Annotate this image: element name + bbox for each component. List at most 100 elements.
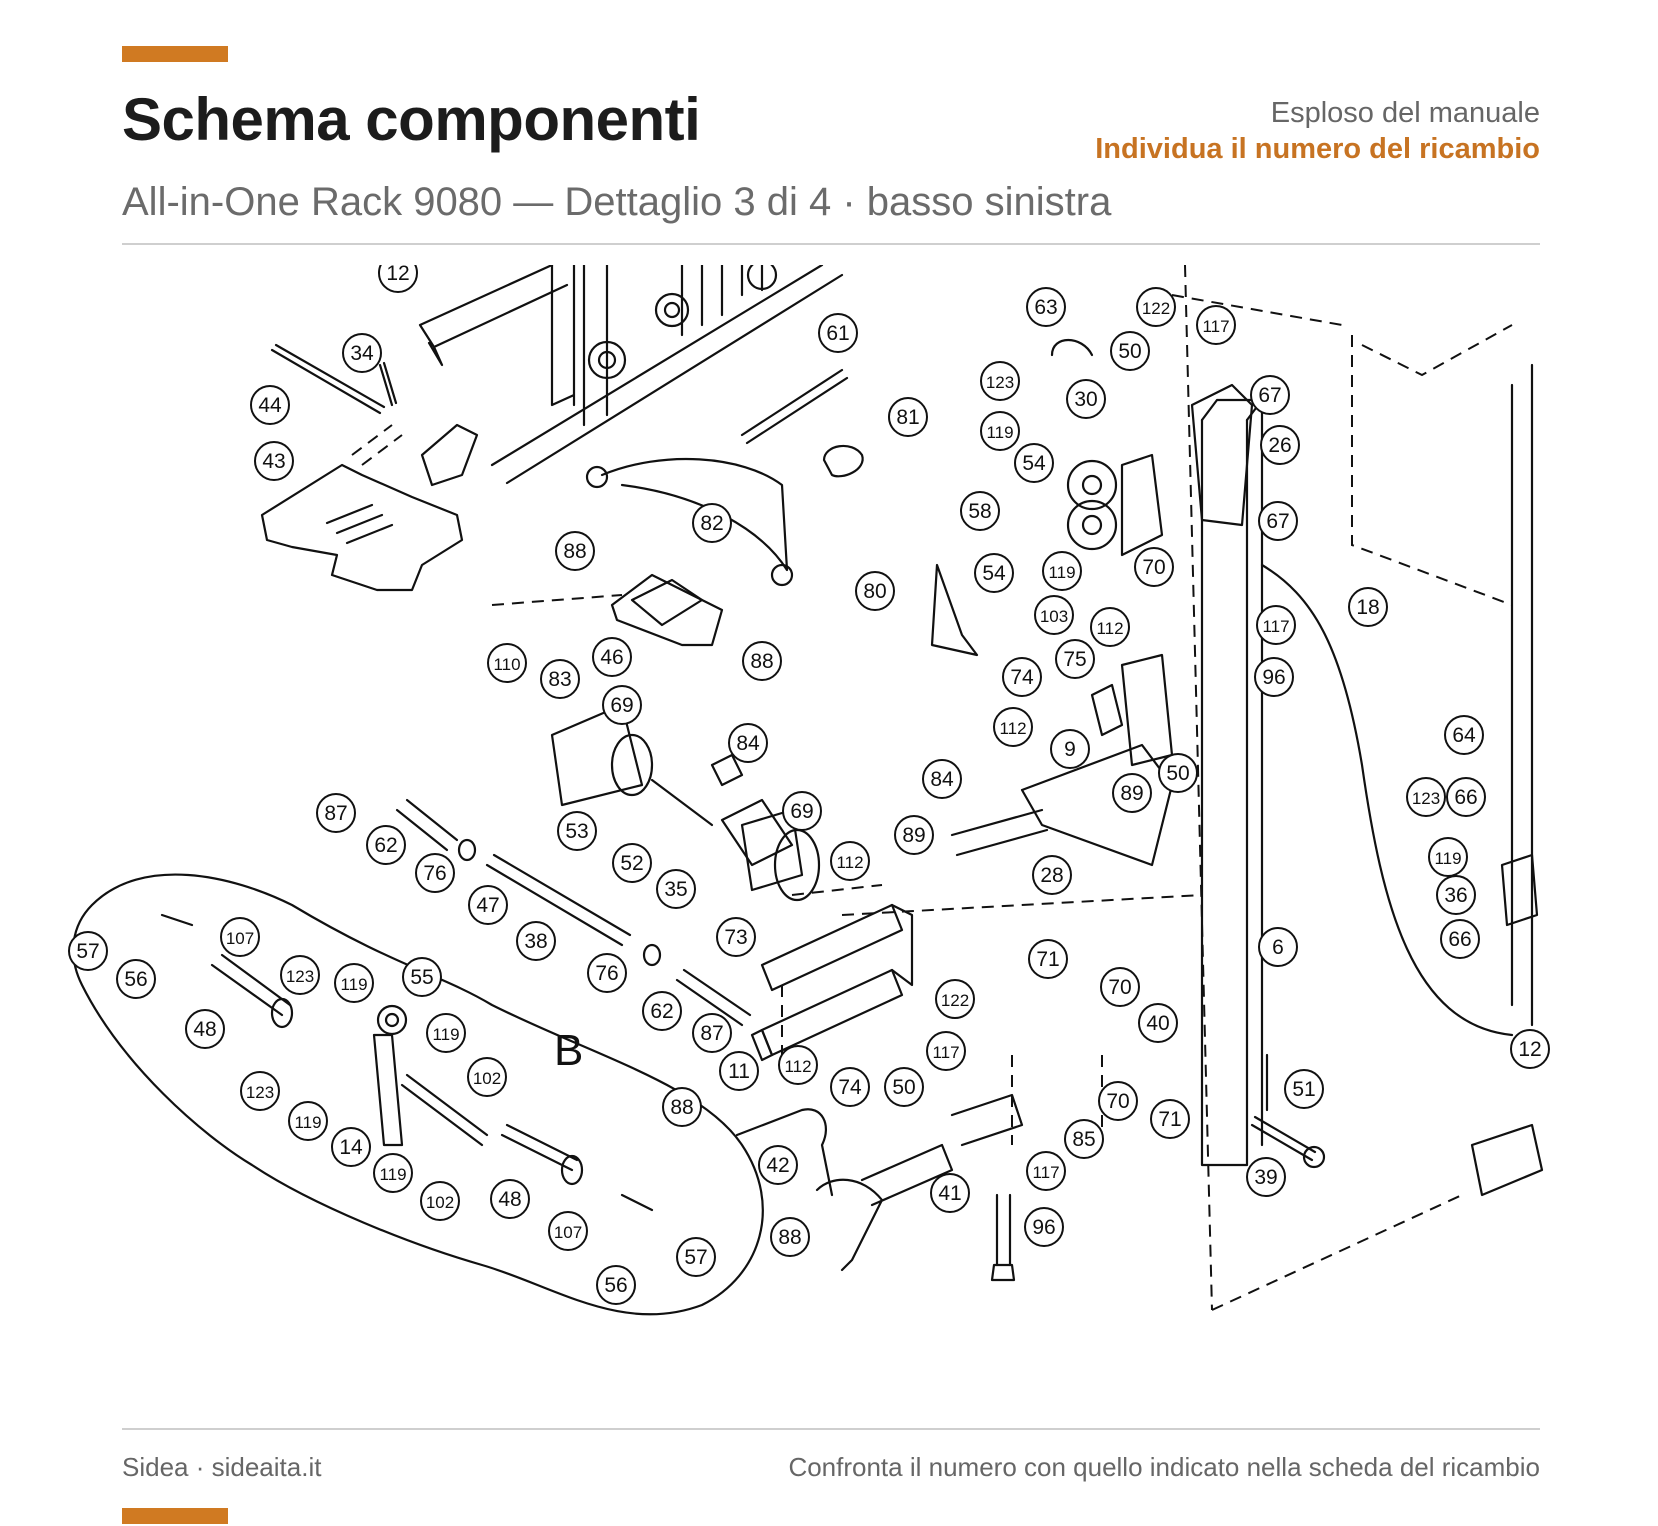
part-callout-107: 107: [220, 917, 260, 957]
part-callout-87: 87: [692, 1013, 732, 1053]
part-number-label: 41: [938, 1182, 961, 1205]
part-callout-123: 123: [1406, 777, 1446, 817]
part-number-label: 119: [340, 975, 367, 994]
part-number-label: 70: [1108, 976, 1131, 999]
part-callout-117: 117: [1026, 1151, 1066, 1191]
footer-instruction: Confronta il numero con quello indicato …: [788, 1452, 1540, 1482]
part-callout-44: 44: [250, 385, 290, 425]
part-callout-54: 54: [1014, 443, 1054, 483]
part-number-label: 84: [930, 768, 954, 791]
part-callout-96: 96: [1254, 657, 1294, 697]
part-callout-48: 48: [185, 1009, 225, 1049]
part-callout-73: 73: [716, 917, 756, 957]
part-number-label: 12: [1518, 1038, 1541, 1061]
part-callout-58: 58: [960, 491, 1000, 531]
part-number-label: 88: [670, 1096, 693, 1119]
part-callout-122: 122: [935, 979, 975, 1019]
part-callout-50: 50: [1158, 753, 1198, 793]
part-number-label: 81: [896, 406, 919, 429]
part-callout-12: 12: [378, 265, 418, 293]
part-number-label: 71: [1036, 948, 1059, 971]
part-number-label: 39: [1254, 1166, 1277, 1189]
page-subtitle: All-in-One Rack 9080 — Dettaglio 3 di 4 …: [122, 180, 1112, 224]
part-number-label: 9: [1064, 738, 1076, 761]
part-callout-112: 112: [1090, 607, 1130, 647]
part-callout-71: 71: [1150, 1099, 1190, 1139]
part-callout-84: 84: [922, 759, 962, 799]
part-number-label: 56: [604, 1274, 627, 1297]
part-callout-88: 88: [662, 1087, 702, 1127]
part-callout-82: 82: [692, 503, 732, 543]
part-callout-107: 107: [548, 1211, 588, 1251]
part-callout-57: 57: [68, 931, 108, 971]
part-callout-52: 52: [612, 843, 652, 883]
part-number-label: 80: [863, 580, 886, 603]
part-number-label: 74: [838, 1076, 862, 1099]
part-number-label: 123: [286, 967, 314, 986]
part-number-label: 35: [664, 878, 687, 901]
part-number-label: 119: [379, 1165, 406, 1184]
part-callout-103: 103: [1034, 595, 1074, 635]
part-number-label: 36: [1444, 884, 1467, 907]
part-callout-119: 119: [288, 1101, 328, 1141]
part-number-label: 26: [1268, 434, 1291, 457]
accent-bar-top: [122, 46, 228, 62]
part-number-label: 50: [1166, 762, 1189, 785]
part-callout-35: 35: [656, 869, 696, 909]
part-callout-40: 40: [1138, 1003, 1178, 1043]
page-title: Schema componenti: [122, 86, 701, 153]
part-callout-119: 119: [426, 1013, 466, 1053]
part-callout-123: 123: [280, 955, 320, 995]
part-callout-70: 70: [1098, 1081, 1138, 1121]
part-number-label: 82: [700, 512, 723, 535]
part-number-label: 73: [724, 926, 747, 949]
part-number-label: 119: [432, 1025, 459, 1044]
part-callout-69: 69: [782, 791, 822, 831]
part-callout-53: 53: [557, 811, 597, 851]
part-callout-89: 89: [1112, 773, 1152, 813]
part-callout-63: 63: [1026, 287, 1066, 327]
part-number-label: 67: [1258, 384, 1281, 407]
part-number-label: 50: [1118, 340, 1141, 363]
part-callout-112: 112: [830, 841, 870, 881]
part-callout-102: 102: [420, 1181, 460, 1221]
part-number-label: 53: [565, 820, 588, 843]
part-number-label: 117: [1032, 1163, 1059, 1182]
part-callout-112: 112: [993, 707, 1033, 747]
part-number-label: 96: [1262, 666, 1285, 689]
part-number-label: 54: [1022, 452, 1046, 475]
divider-bottom: [122, 1428, 1540, 1430]
part-callout-9: 9: [1050, 729, 1090, 769]
part-number-label: 119: [1434, 849, 1461, 868]
part-callout-50: 50: [884, 1067, 924, 1107]
part-callout-50: 50: [1110, 331, 1150, 371]
part-number-label: 11: [728, 1060, 750, 1083]
part-callout-66: 66: [1446, 777, 1486, 817]
part-number-label: 48: [193, 1018, 216, 1041]
part-number-label: 112: [999, 719, 1026, 738]
part-callout-76: 76: [415, 853, 455, 893]
part-callout-62: 62: [366, 825, 406, 865]
part-callout-71: 71: [1028, 939, 1068, 979]
part-number-label: 83: [548, 668, 571, 691]
part-number-label: 69: [610, 694, 633, 717]
part-number-label: 66: [1448, 928, 1471, 951]
part-number-label: 44: [258, 394, 282, 417]
part-callout-56: 56: [596, 1265, 636, 1305]
part-callout-123: 123: [240, 1071, 280, 1111]
part-callout-62: 62: [642, 991, 682, 1031]
part-number-label: 18: [1356, 596, 1379, 619]
part-callout-55: 55: [402, 957, 442, 997]
part-number-label: 43: [262, 450, 285, 473]
part-number-label: 119: [1048, 563, 1075, 582]
part-number-label: 52: [620, 852, 643, 875]
part-callout-18: 18: [1348, 587, 1388, 627]
part-number-label: 14: [339, 1136, 363, 1159]
part-number-label: 87: [700, 1022, 723, 1045]
part-number-label: 70: [1142, 556, 1165, 579]
part-number-label: 54: [982, 562, 1006, 585]
part-callout-75: 75: [1055, 639, 1095, 679]
part-number-label: 46: [600, 646, 623, 669]
